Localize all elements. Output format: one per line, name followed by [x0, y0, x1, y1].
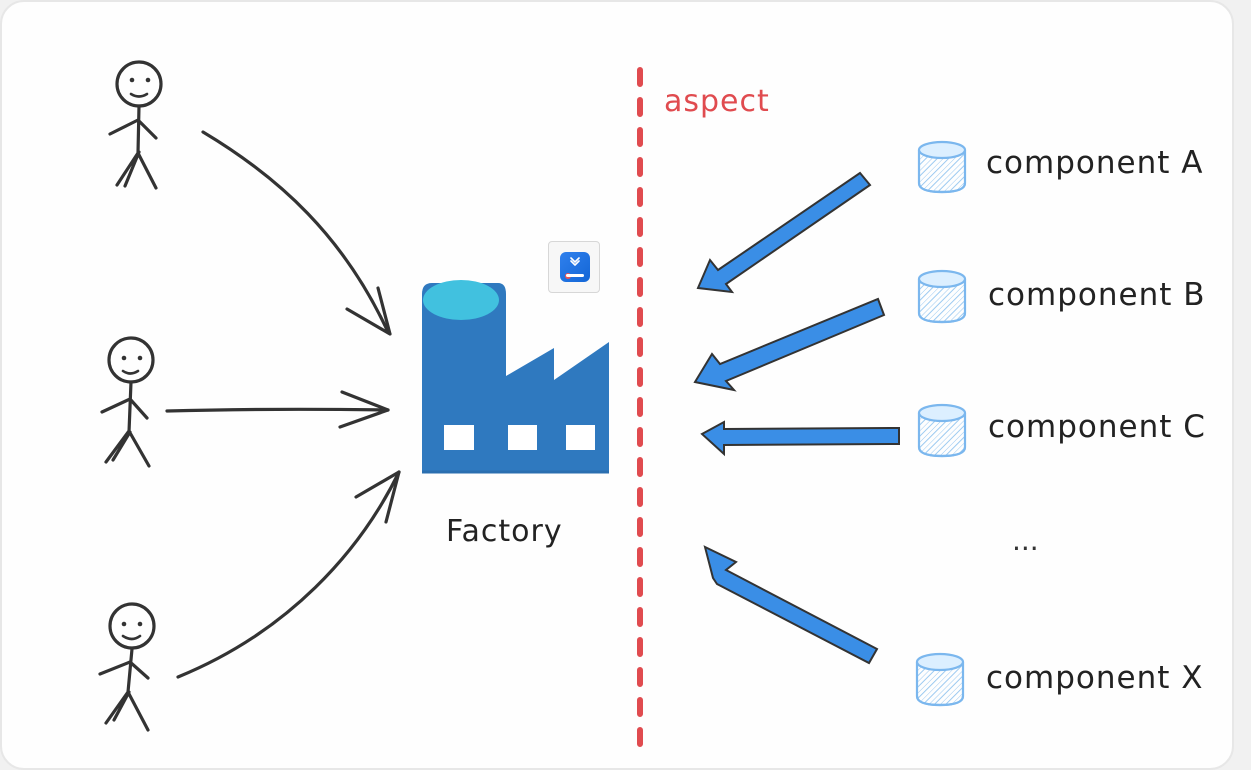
factory-icon [422, 280, 609, 474]
component-arrow-c [700, 420, 900, 457]
component-b-label: component B [988, 277, 1206, 313]
component-arrow-x [703, 545, 879, 665]
component-b-cylinder-icon [917, 269, 967, 324]
bookmark-download-button[interactable] [548, 241, 600, 293]
component-c-label: component C [988, 409, 1206, 445]
user-to-factory-arrow-top [201, 130, 392, 336]
user-to-factory-arrow-bottom [176, 470, 401, 679]
component-arrow-a [696, 171, 872, 294]
factory-aspect-diagram [98, 60, 967, 754]
user-to-factory-arrow-middle [165, 390, 390, 429]
user-figure-bottom [98, 602, 156, 732]
user-figure-top [108, 60, 163, 190]
more-components-ellipsis: ... [1012, 524, 1039, 557]
aspect-label: aspect [664, 84, 770, 119]
component-a-label: component A [986, 145, 1204, 181]
bookmark-download-icon [560, 252, 590, 282]
component-x-cylinder-icon [915, 652, 965, 707]
factory-label: Factory [446, 514, 563, 549]
user-figure-middle [100, 336, 155, 468]
component-a-cylinder-icon [917, 140, 967, 194]
component-x-label: component X [986, 660, 1204, 696]
download-chevron-icon [570, 257, 580, 266]
component-arrow-b [693, 297, 886, 392]
component-c-cylinder-icon [917, 403, 967, 458]
